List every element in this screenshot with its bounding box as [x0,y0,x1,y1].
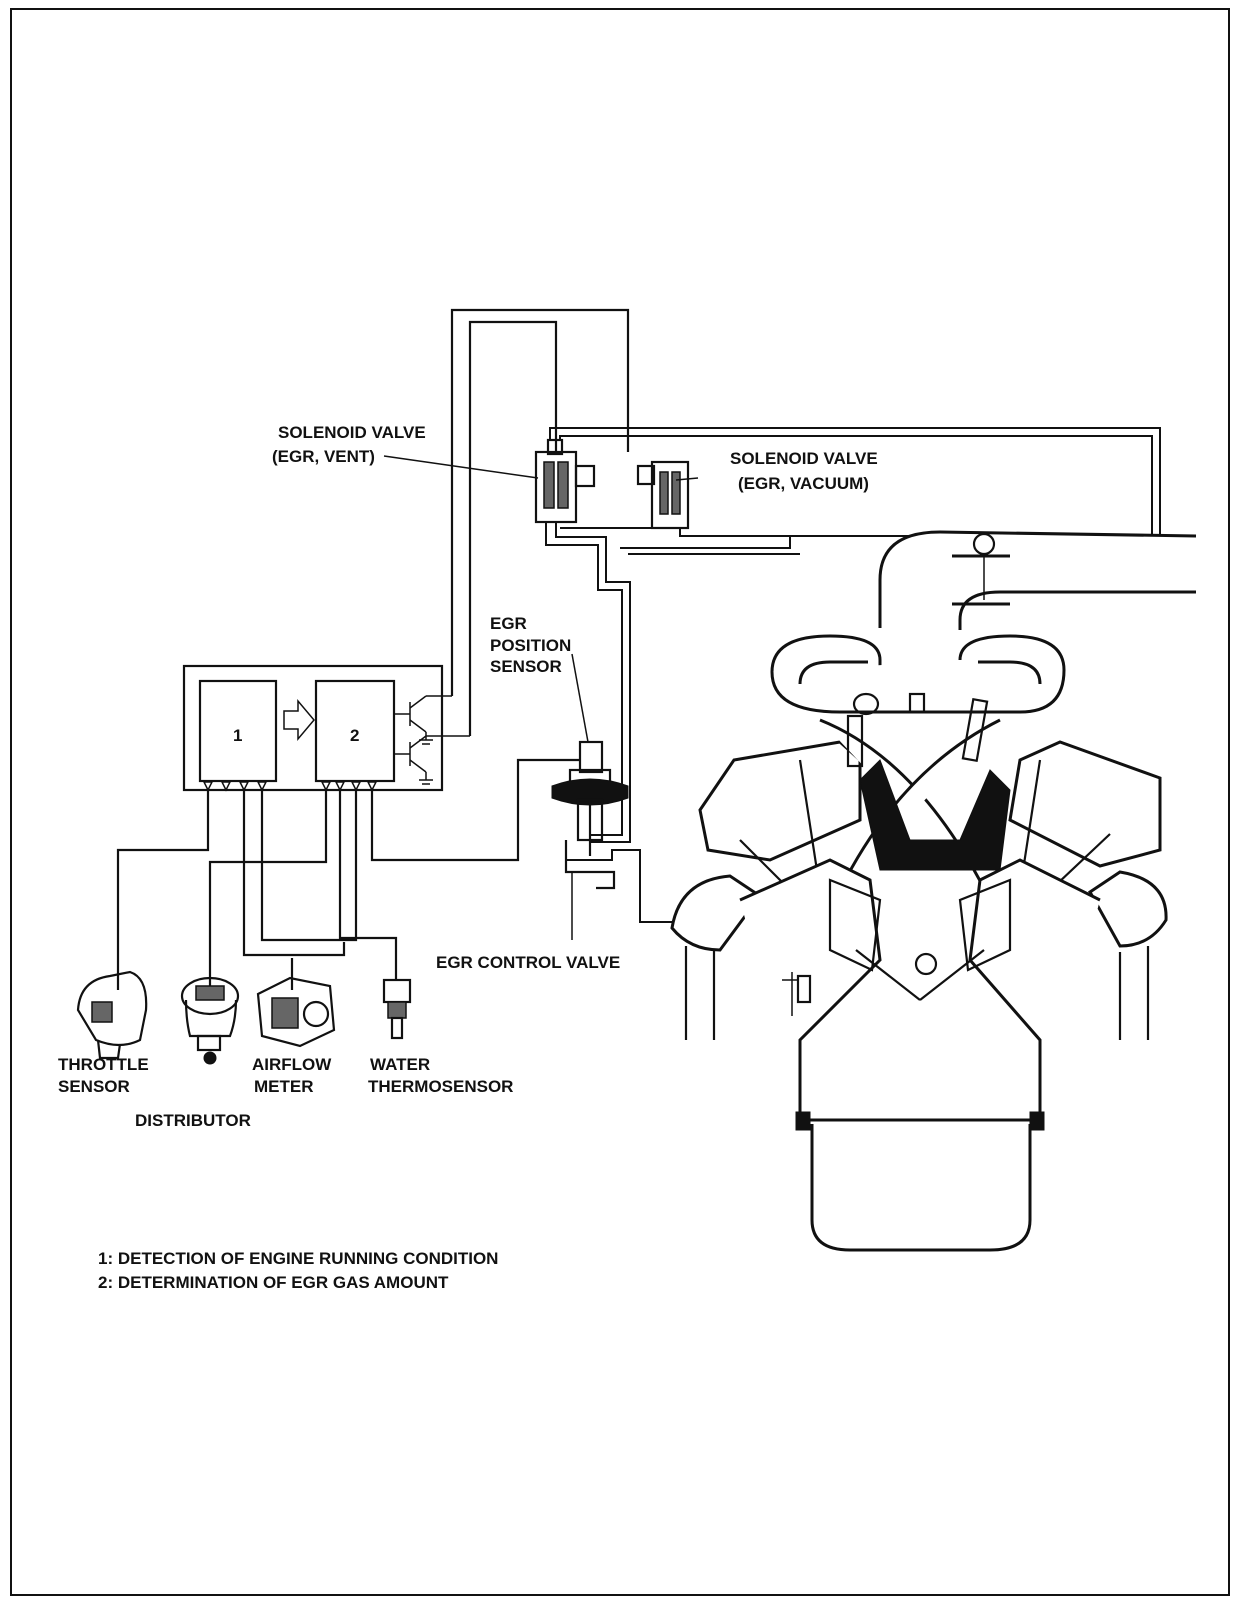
throttle-sensor-icon [76,970,148,1060]
legend: 1: DETECTION OF ENGINE RUNNING CONDITION… [98,1249,498,1292]
page-border [10,8,1230,1596]
process-arrow-icon [283,698,315,742]
label-distributor: DISTRIBUTOR [135,1111,251,1130]
control-unit-box [182,664,444,792]
wiring [116,308,630,990]
leader-lines [383,455,699,940]
label-solenoid-vent-2: (EGR, VENT) [272,447,375,466]
label-water-1: WATER [370,1055,430,1074]
label-egr-position-1: EGR [490,614,527,633]
transistor-upper [394,695,452,745]
distributor-icon [180,976,240,1065]
label-egr-position-3: SENSOR [490,657,562,676]
legend-item-2: 2: DETERMINATION OF EGR GAS AMOUNT [98,1273,449,1292]
label-egr-control-valve: EGR CONTROL VALVE [436,953,620,972]
solenoid-valve-vent [534,438,596,524]
solenoid-valve-vacuum [636,460,690,530]
water-thermosensor-icon [382,978,412,1040]
label-throttle-2: SENSOR [58,1077,130,1096]
block-1-label: 1 [233,726,242,745]
label-airflow-2: METER [254,1077,314,1096]
control-unit: 1 2 [182,664,470,792]
engine-cross-section [670,530,1197,1252]
label-airflow-1: AIRFLOW [252,1055,332,1074]
vacuum-pipes [545,427,1161,843]
label-egr-position-2: POSITION [490,636,571,655]
label-solenoid-vent-1: SOLENOID VALVE [278,423,426,442]
legend-item-1: 1: DETECTION OF ENGINE RUNNING CONDITION [98,1249,498,1268]
label-solenoid-vacuum-2: (EGR, VACUUM) [738,474,869,493]
transistor-lower [394,735,470,785]
block-2-label: 2 [350,726,359,745]
label-solenoid-vacuum-1: SOLENOID VALVE [730,449,878,468]
block-2 [314,679,396,783]
egr-control-valve [551,740,684,923]
airflow-meter-icon [256,976,336,1048]
block-1 [198,679,278,783]
input-pins [202,781,378,792]
label-throttle-1: THROTTLE [58,1055,149,1074]
egr-position-sensor-body [578,740,604,774]
label-water-2: THERMOSENSOR [368,1077,513,1096]
labels: SOLENOID VALVE (EGR, VENT) SOLENOID VALV… [58,423,878,1130]
